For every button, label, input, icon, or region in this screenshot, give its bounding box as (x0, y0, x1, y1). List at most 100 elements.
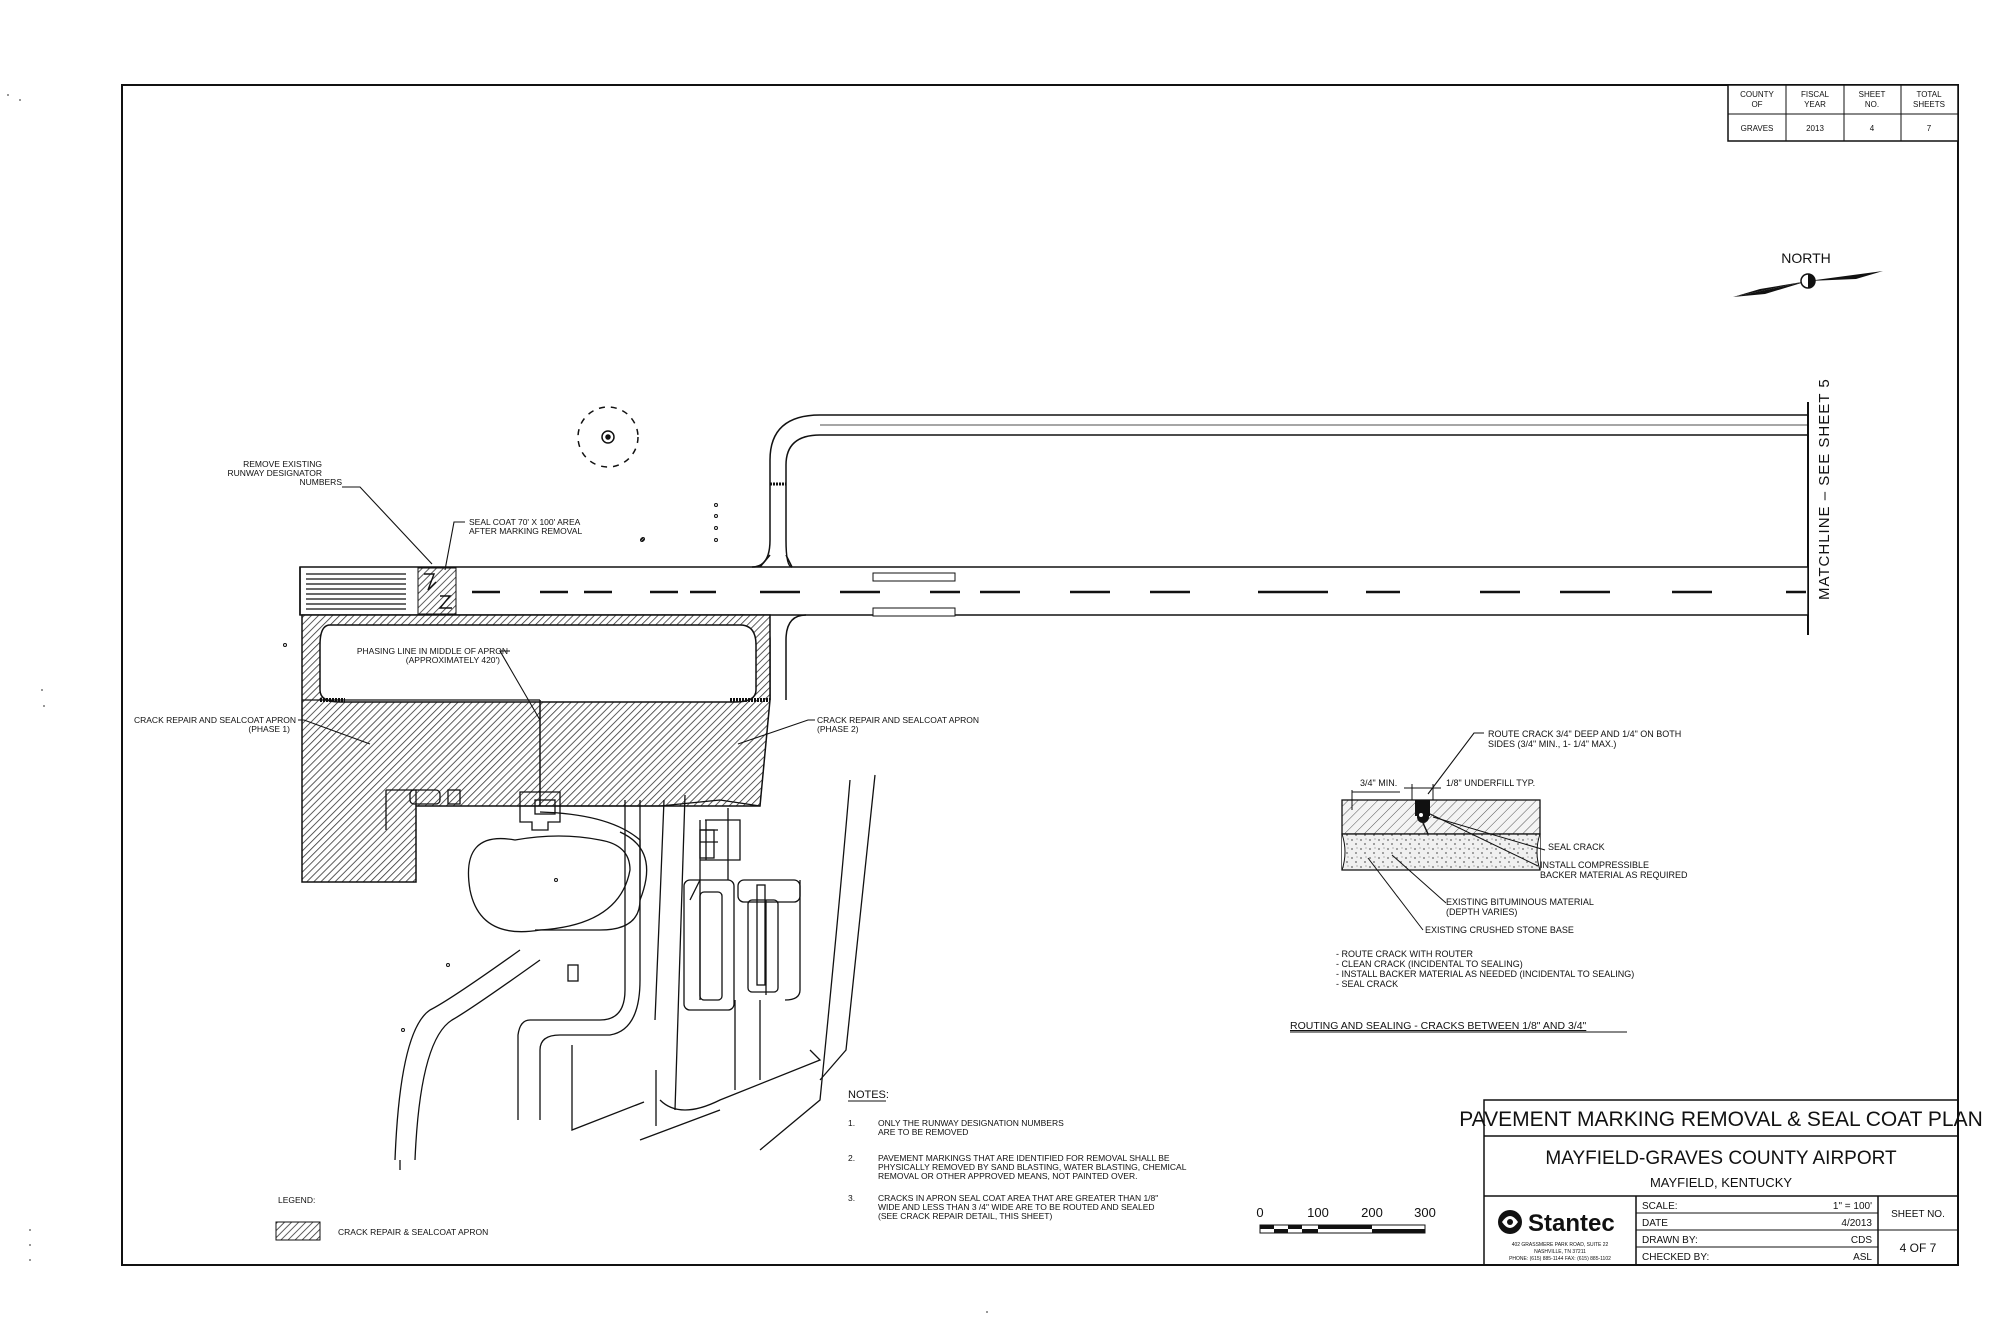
parallel-taxiway (751, 414, 1808, 568)
callout-leaders (298, 486, 1484, 795)
svg-text:PHYSICALLY REMOVED BY SAND BLA: PHYSICALLY REMOVED BY SAND BLASTING, WAT… (878, 1162, 1187, 1172)
svg-text:ROUTE CRACK 3/4" DEEP AND 1/4": ROUTE CRACK 3/4" DEEP AND 1/4" ON BOTH (1488, 729, 1681, 739)
firm-name: Stantec (1528, 1210, 1615, 1237)
svg-text:INSTALL COMPRESSIBLE: INSTALL COMPRESSIBLE (1540, 860, 1649, 870)
crack-routing-detail (1341, 784, 1546, 931)
svg-text:(PHASE 2): (PHASE 2) (817, 724, 859, 734)
north-arrow-icon: NORTH (1733, 250, 1883, 297)
svg-text:YEAR: YEAR (1804, 100, 1826, 109)
svg-text:(APPROXIMATELY 420'): (APPROXIMATELY 420') (406, 655, 500, 665)
svg-text:OF: OF (1751, 100, 1762, 109)
svg-text:NUMBERS: NUMBERS (299, 477, 342, 487)
svg-text:WIDE AND LESS THAN 3 /4" WIDE: WIDE AND LESS THAN 3 /4" WIDE ARE TO BE … (878, 1202, 1155, 1212)
svg-text:200: 200 (1361, 1205, 1383, 1220)
svg-text:PAVEMENT MARKINGS THAT ARE IDE: PAVEMENT MARKINGS THAT ARE IDENTIFIED FO… (878, 1153, 1170, 1163)
svg-text:- ROUTE CRACK WITH ROUTER: - ROUTE CRACK WITH ROUTER (1336, 949, 1473, 959)
svg-text:1" = 100': 1" = 100' (1833, 1201, 1872, 1212)
svg-text:DRAWN BY:: DRAWN BY: (1642, 1235, 1698, 1246)
runway-threshold-bars (306, 573, 406, 610)
detail-title: ROUTING AND SEALING - CRACKS BETWEEN 1/8… (1290, 1020, 1587, 1032)
svg-text:SEAL COAT 70' X 100' AREA: SEAL COAT 70' X 100' AREA (469, 517, 581, 527)
legend-swatch (275, 1221, 321, 1241)
svg-text:402 GRASSMERE PARK ROAD, SUITE: 402 GRASSMERE PARK ROAD, SUITE 22 (1512, 1242, 1609, 1248)
svg-text:ASL: ASL (1853, 1252, 1872, 1263)
title-block-rows: SCALE: 1" = 100' DATE 4/2013 DRAWN BY: C… (1642, 1201, 1945, 1263)
svg-text:RUNWAY DESIGNATOR: RUNWAY DESIGNATOR (228, 468, 322, 478)
svg-text:CRACK REPAIR AND SEALCOAT APRO: CRACK REPAIR AND SEALCOAT APRON (134, 715, 296, 725)
segmented-circle-icon (577, 406, 639, 468)
title-block (1483, 1099, 1959, 1266)
svg-text:ARE TO BE REMOVED: ARE TO BE REMOVED (878, 1127, 968, 1137)
svg-text:FISCAL: FISCAL (1801, 90, 1830, 99)
runway-lights (640, 503, 718, 542)
notes-heading: NOTES: (848, 1089, 889, 1101)
sheet-no-label: SHEET NO. (1891, 1209, 1945, 1220)
seal-coat-area (417, 567, 457, 615)
svg-text:CRACK REPAIR AND SEALCOAT APRO: CRACK REPAIR AND SEALCOAT APRON (817, 715, 979, 725)
svg-text:1.: 1. (848, 1118, 855, 1128)
svg-text:- CLEAN CRACK (INCIDENTAL TO S: - CLEAN CRACK (INCIDENTAL TO SEALING) (1336, 959, 1523, 969)
svg-text:REMOVAL OR OTHER APPROVED MEAN: REMOVAL OR OTHER APPROVED MEANS, NOT PAI… (878, 1171, 1137, 1181)
svg-text:SEAL CRACK: SEAL CRACK (1548, 842, 1605, 852)
svg-text:DATE: DATE (1642, 1218, 1668, 1229)
notes: NOTES: 1. ONLY THE RUNWAY DESIGNATION NU… (848, 1089, 1187, 1221)
svg-text:(DEPTH VARIES): (DEPTH VARIES) (1446, 907, 1517, 917)
svg-text:BACKER MATERIAL AS REQUIRED: BACKER MATERIAL AS REQUIRED (1540, 870, 1688, 880)
detail-labels: ROUTE CRACK 3/4" DEEP AND 1/4" ON BOTH S… (1336, 729, 1688, 989)
svg-text:SHEET: SHEET (1859, 90, 1886, 99)
runway-designator-numbers (424, 573, 452, 609)
sheet-no: 4 OF 7 (1900, 1241, 1937, 1255)
svg-text:3.: 3. (848, 1193, 855, 1203)
svg-text:CRACKS IN APRON SEAL COAT AREA: CRACKS IN APRON SEAL COAT AREA THAT ARE … (878, 1193, 1158, 1203)
val-county: GRAVES (1741, 124, 1774, 133)
svg-text:4/2013: 4/2013 (1841, 1218, 1872, 1229)
svg-text:300: 300 (1414, 1205, 1436, 1220)
svg-text:REMOVE EXISTING: REMOVE EXISTING (243, 459, 322, 469)
survey-marks (283, 537, 645, 1032)
airport-name: MAYFIELD-GRAVES COUNTY AIRPORT (1545, 1148, 1897, 1169)
airport-location: MAYFIELD, KENTUCKY (1650, 1175, 1792, 1190)
landside-facilities (385, 774, 876, 1170)
plan-callouts: REMOVE EXISTING RUNWAY DESIGNATOR NUMBER… (134, 459, 979, 734)
svg-text:PHASING LINE IN MIDDLE OF APRO: PHASING LINE IN MIDDLE OF APRON (357, 646, 508, 656)
svg-text:SIDES (3/4" MIN., 1- 1/4" MAX.: SIDES (3/4" MIN., 1- 1/4" MAX.) (1488, 739, 1616, 749)
svg-text:100: 100 (1307, 1205, 1329, 1220)
svg-text:NO.: NO. (1865, 100, 1879, 109)
svg-text:2.: 2. (848, 1153, 855, 1163)
legend-heading: LEGEND: (278, 1195, 315, 1205)
svg-text:SHEETS: SHEETS (1913, 100, 1945, 109)
county-fiscal-block: COUNTY OF FISCAL YEAR SHEET NO. TOTAL SH… (1727, 84, 1959, 142)
val-sheet-no: 4 (1870, 124, 1875, 133)
svg-text:CHECKED BY:: CHECKED BY: (1642, 1252, 1709, 1263)
scan-specks (7, 94, 988, 1313)
matchline-label: MATCHLINE – SEE SHEET 5 (1816, 378, 1833, 600)
svg-text:SCALE:: SCALE: (1642, 1201, 1678, 1212)
sheet-border (121, 84, 1959, 1266)
svg-text:1/8" UNDERFILL TYP.: 1/8" UNDERFILL TYP. (1446, 778, 1535, 788)
svg-text:(PHASE 1): (PHASE 1) (248, 724, 290, 734)
svg-text:PHONE: (615) 885-1144 FAX:: PHONE: (615) 885-1144 FAX: (615) 885-110… (1509, 1256, 1611, 1262)
scale-bar: 0 100 200 300 (1256, 1205, 1436, 1234)
svg-text:EXISTING CRUSHED STONE BASE: EXISTING CRUSHED STONE BASE (1425, 925, 1574, 935)
north-label: NORTH (1781, 250, 1831, 266)
runway-box-upper (872, 572, 956, 582)
svg-text:NASHVILLE, TN 37211: NASHVILLE, TN 37211 (1534, 1249, 1586, 1255)
stantec-logo: Stantec 402 GRASSMERE PARK ROAD, SUITE 2… (1498, 1210, 1615, 1262)
plan-title: PAVEMENT MARKING REMOVAL & SEAL COAT PLA… (1459, 1108, 1983, 1131)
legend: LEGEND: CRACK REPAIR & SEALCOAT APRON (275, 1195, 488, 1241)
svg-text:3/4" MIN.: 3/4" MIN. (1360, 778, 1397, 788)
svg-text:TOTAL: TOTAL (1916, 90, 1942, 99)
apron-crack-repair-area (301, 614, 771, 883)
svg-text:0: 0 (1256, 1205, 1263, 1220)
val-total-sheets: 7 (1927, 124, 1932, 133)
svg-text:EXISTING BITUMINOUS MATERIAL: EXISTING BITUMINOUS MATERIAL (1446, 897, 1594, 907)
svg-text:ONLY THE RUNWAY DESIGNATION NU: ONLY THE RUNWAY DESIGNATION NUMBERS (878, 1118, 1064, 1128)
svg-text:- SEAL CRACK: - SEAL CRACK (1336, 979, 1398, 989)
legend-item: CRACK REPAIR & SEALCOAT APRON (338, 1227, 488, 1237)
val-fiscal-year: 2013 (1806, 124, 1824, 133)
svg-text:(SEE CRACK REPAIR DETAIL, THIS: (SEE CRACK REPAIR DETAIL, THIS SHEET) (878, 1211, 1052, 1221)
svg-text:AFTER MARKING REMOVAL: AFTER MARKING REMOVAL (469, 526, 582, 536)
hdr-county: COUNTY (1740, 90, 1774, 99)
svg-text:- INSTALL BACKER MATERIAL AS N: - INSTALL BACKER MATERIAL AS NEEDED (INC… (1336, 969, 1634, 979)
